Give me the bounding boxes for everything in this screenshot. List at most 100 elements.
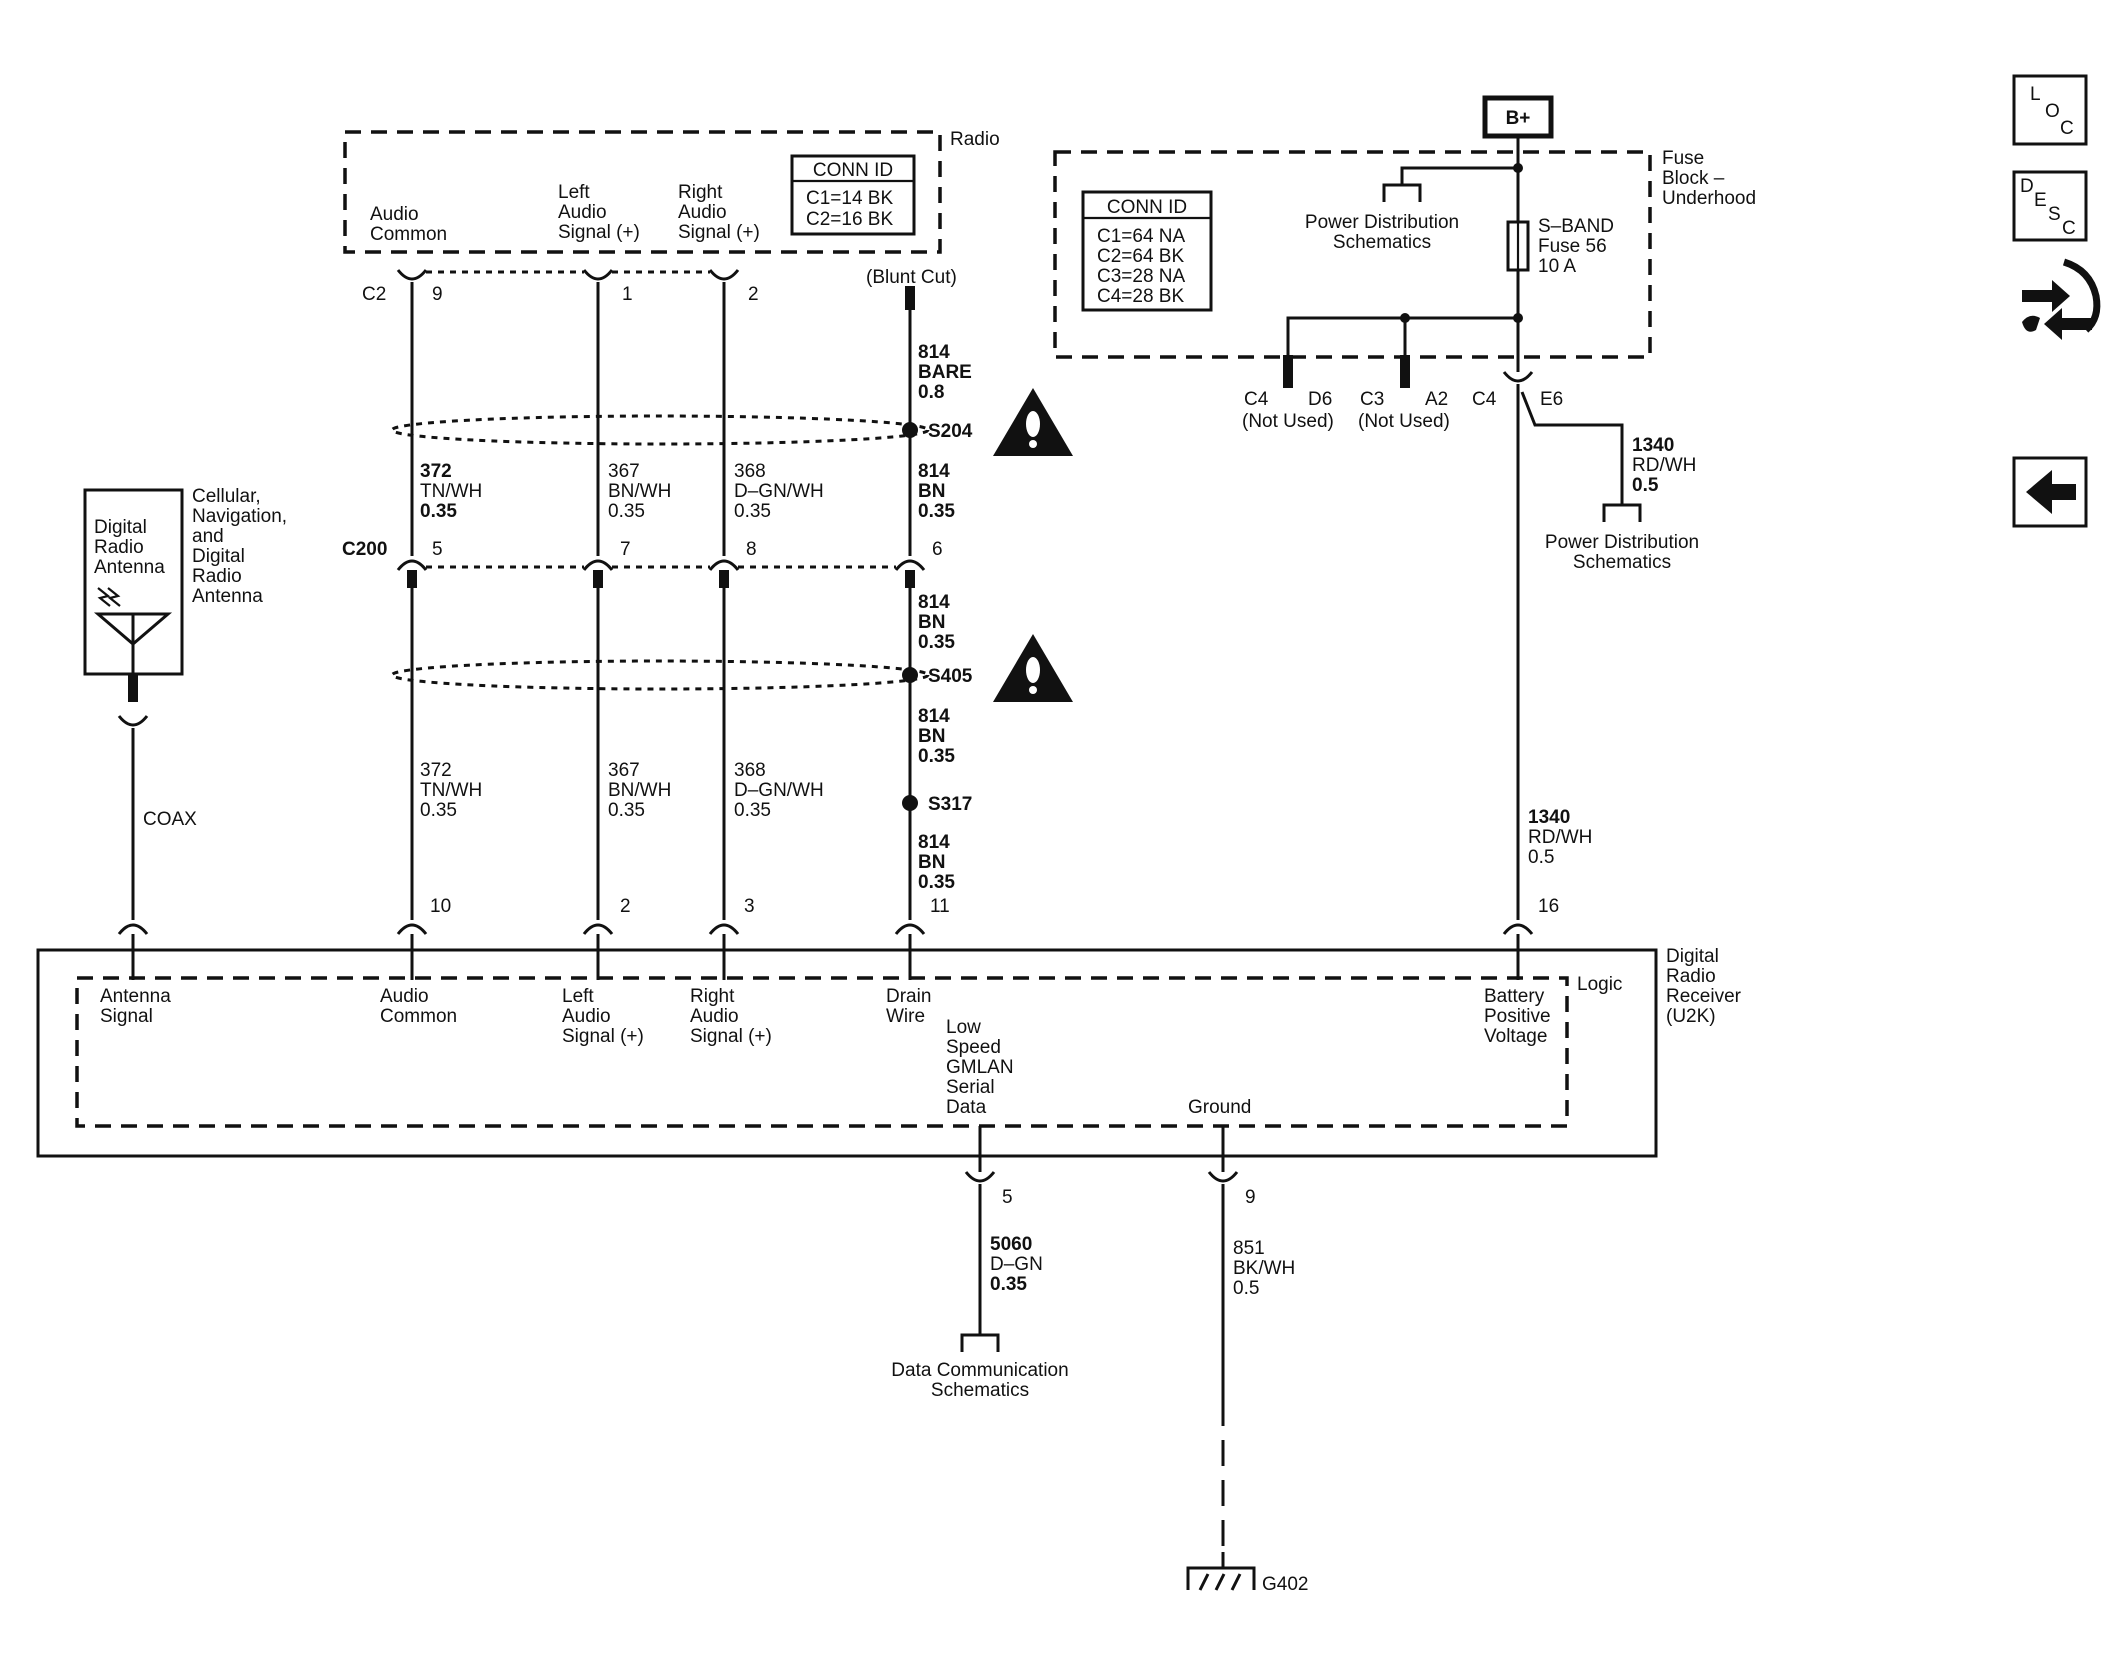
receiver-title-1: Digital [1666, 946, 1719, 967]
power-distribution-1: Power Distribution [1545, 532, 1699, 553]
connector-tools-icon[interactable] [2022, 258, 2101, 340]
splice-point-s317: S317 [902, 794, 972, 815]
data-communication-1: Data Communication [891, 1360, 1068, 1381]
pin-drain-wire-2: Wire [886, 1006, 925, 1027]
c200-pin-6: 6 [932, 539, 943, 560]
wire-1340-2-color: RD/WH [1528, 827, 1592, 848]
fuse-icon [1506, 220, 1530, 272]
splice-s317: S317 [928, 794, 972, 815]
out-d6-label: D6 [1308, 389, 1332, 410]
receiver-pin-16: 16 [1538, 896, 1559, 917]
receiver-pin-2: 2 [620, 896, 631, 917]
out-a2-not-used: (Not Used) [1358, 411, 1450, 432]
wire-367-circuit: 367 [608, 461, 640, 482]
wire-814-size: 0.35 [918, 501, 955, 522]
wire-368-size: 0.35 [734, 501, 771, 522]
antenna-side-label-1: Cellular, [192, 486, 261, 507]
wire-367-size: 0.35 [608, 501, 645, 522]
audio-wires [410, 282, 915, 920]
radio-pin-right-3: Signal (+) [678, 222, 760, 243]
antenna-side-label-2: Navigation, [192, 506, 287, 527]
radio-connector-name: C2 [362, 284, 386, 305]
fuse-block-title-2: Block – [1662, 168, 1725, 189]
wire-372-2-color: TN/WH [420, 780, 482, 801]
wire-1340-2-size: 0.5 [1528, 847, 1554, 868]
blunt-cut-label: (Blunt Cut) [866, 267, 957, 288]
radio-pin-left-1: Left [558, 182, 590, 203]
splice-s204: S204 [928, 421, 973, 442]
wire-372-circuit: 372 [420, 461, 452, 482]
pin-ground: Ground [1188, 1097, 1251, 1118]
wire-367-2-color: BN/WH [608, 780, 671, 801]
receiver-pin-10: 10 [430, 896, 451, 917]
out-e6-pin: E6 [1540, 389, 1563, 410]
wire-5060-color: D–GN [990, 1254, 1043, 1275]
wire-drain-top-circuit: 814 [918, 342, 950, 363]
wire-labels-upper: 814 BARE 0.8 372 TN/WH 0.35 367 BN/WH 0.… [420, 342, 972, 522]
fuse-power-distribution-1: Power Distribution [1305, 212, 1459, 233]
receiver-pin-5: 5 [1002, 1187, 1013, 1208]
ground-point-label: G402 [1262, 1574, 1308, 1595]
wire-1340-size: 0.5 [1632, 475, 1659, 496]
wire-372-size: 0.35 [420, 501, 457, 522]
loc-button[interactable]: L O C [2012, 74, 2088, 146]
receiver-title-2: Radio [1666, 966, 1716, 987]
pin-left-audio-3: Signal (+) [562, 1026, 644, 1047]
wire-367-2-circuit: 367 [608, 760, 640, 781]
fuse-block-title-3: Underhood [1662, 188, 1756, 209]
pin-serial-data-5: Data [946, 1097, 987, 1118]
wire-814-4-circuit: 814 [918, 832, 950, 853]
desc-letter-c: C [2062, 218, 2076, 239]
pin-battery-1: Battery [1484, 986, 1545, 1007]
pin-antenna-signal-2: Signal [100, 1006, 153, 1027]
ground-wire: 851 BK/WH 0.5 G402 [1186, 1184, 1308, 1595]
pin-serial-data-3: GMLAN [946, 1057, 1014, 1078]
radio-pin-1: 1 [622, 284, 633, 305]
wire-372-color: TN/WH [420, 481, 482, 502]
wire-368-color: D–GN/WH [734, 481, 824, 502]
inline-connector-c200: C200 5 7 8 6 [342, 539, 943, 588]
c200-name: C200 [342, 539, 387, 560]
desc-button[interactable]: D E S C [2012, 170, 2088, 242]
wire-368-circuit: 368 [734, 461, 766, 482]
radio-component: Radio CONN ID C1=14 BK C2=16 BK Audio Co… [343, 129, 1000, 305]
pin-audio-common-1: Audio [380, 986, 429, 1007]
radio-pin-9: 9 [432, 284, 443, 305]
c200-pin-5: 5 [432, 539, 443, 560]
radio-pin-2: 2 [748, 284, 759, 305]
wire-814-circuit: 814 [918, 461, 950, 482]
fuse-conn-id-c1: C1=64 NA [1097, 226, 1186, 247]
wire-372-2-circuit: 372 [420, 760, 452, 781]
back-button[interactable] [2012, 456, 2088, 528]
pin-right-audio-2: Audio [690, 1006, 739, 1027]
wire-851-circuit: 851 [1233, 1238, 1265, 1259]
out-c4-label: C4 [1244, 389, 1269, 410]
wire-1340-2-circuit: 1340 [1528, 807, 1570, 828]
c200-pin-8: 8 [746, 539, 757, 560]
desc-letter-e: E [2034, 190, 2047, 211]
wire-5060-circuit: 5060 [990, 1234, 1032, 1255]
pin-serial-data-2: Speed [946, 1037, 1001, 1058]
antenna-box-label-1: Digital [94, 517, 147, 538]
antenna-box-label-2: Radio [94, 537, 144, 558]
radio-conn-id-title: CONN ID [813, 160, 893, 181]
receiver-pin-9: 9 [1245, 1187, 1256, 1208]
wire-5060-size: 0.35 [990, 1274, 1027, 1295]
wire-368-2-color: D–GN/WH [734, 780, 824, 801]
c200-pin-7: 7 [620, 539, 631, 560]
antenna-component: Digital Radio Antenna Cellular, Navigati… [83, 486, 287, 920]
pin-battery-2: Positive [1484, 1006, 1551, 1027]
antenna-side-label-3: and [192, 526, 224, 547]
fuse-conn-id-c4: C4=28 BK [1097, 286, 1184, 307]
battery-b-plus: B+ [1506, 108, 1531, 129]
out-d6-not-used: (Not Used) [1242, 411, 1334, 432]
wire-814-2-circuit: 814 [918, 592, 950, 613]
antenna-side-label-5: Radio [192, 566, 242, 587]
antenna-box-label-3: Antenna [94, 557, 165, 578]
desc-letter-s: S [2048, 204, 2061, 225]
ground-icon [1186, 1552, 1256, 1591]
loc-letter-o: O [2045, 101, 2060, 122]
radio-pin-right-1: Right [678, 182, 723, 203]
radio-pin-right-2: Audio [678, 202, 727, 223]
